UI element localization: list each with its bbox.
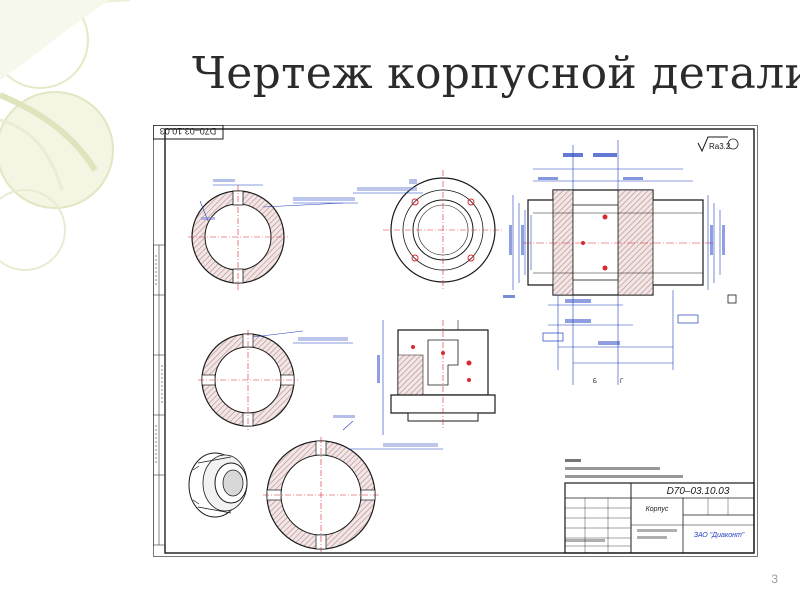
technical-notes [565, 459, 683, 478]
engineering-drawing: D70–03.10.03 Ra3.2 [153, 125, 758, 557]
side-view [377, 320, 496, 435]
isometric-view [188, 452, 248, 518]
svg-text:Г: Г [620, 379, 624, 385]
roughness-symbol: Ra3.2 [697, 136, 739, 153]
section-view-top-left [188, 179, 358, 290]
top-stamp: D70–03.10.03 [153, 125, 224, 140]
slide-title: Чертеж корпусной детали [192, 48, 800, 99]
section-view-bottom [263, 415, 443, 553]
drawing-code-stamp: D70–03.10.03 [160, 126, 217, 136]
title-block-part-name: Корпус [646, 506, 669, 513]
roughness-value: Ra3.2 [709, 142, 731, 151]
title-block-code: D70–03.10.03 [667, 486, 730, 497]
longitudinal-section: Б Г [503, 140, 737, 385]
section-view-middle-left [198, 330, 353, 430]
title-block [564, 482, 755, 554]
title-block-company: ЗАО "Диаконт" [694, 532, 745, 539]
slide-number: 3 [771, 572, 778, 586]
left-binding-strip [153, 244, 166, 546]
svg-text:Б: Б [593, 379, 597, 385]
flange-view [353, 170, 503, 290]
